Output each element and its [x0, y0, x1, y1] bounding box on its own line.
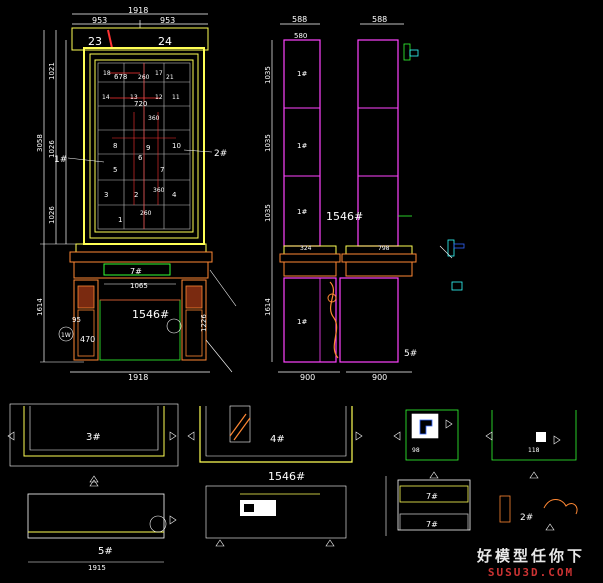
cell-1: 1 [118, 216, 122, 224]
side2-ledge-dim: 798 [378, 245, 390, 252]
cell-3: 3 [104, 191, 108, 199]
cell-21: 21 [166, 74, 174, 81]
detail-3-label: 3# [86, 432, 101, 443]
cell-2: 2 [134, 191, 138, 199]
label-2-hash: 2# [214, 149, 227, 159]
side1-cell-d: 1# [297, 318, 307, 326]
watermark: 好模型任你下 SUSU3D.COM [461, 543, 601, 581]
cell-9: 9 [146, 144, 150, 152]
side-view-2: 588 1546# 798 5# 900 [326, 15, 419, 382]
front-half-dim-right: 953 [160, 16, 175, 25]
side1-dim-4: 1614 [264, 298, 272, 316]
detail-5-dim: 1915 [88, 564, 106, 572]
watermark-chinese: 好模型任你下 [476, 547, 585, 565]
left-dim-1614: 1614 [36, 298, 44, 316]
cell-360-mid: 360 [148, 115, 160, 122]
cell-260-low: 260 [140, 210, 152, 217]
base-dim-470: 470 [80, 335, 95, 344]
cell-4: 4 [172, 191, 177, 199]
cell-10: 10 [172, 142, 181, 150]
detail-1546-label: 1546# [268, 470, 305, 483]
cell-360-low: 360 [153, 187, 165, 194]
cell-7: 7 [160, 166, 164, 174]
left-dim-3058: 3058 [36, 134, 44, 152]
front-view: 1918 953 953 23 24 18 678 17 260 [36, 6, 237, 382]
cell-18: 18 [103, 70, 111, 77]
detail-4-label: 4# [270, 434, 285, 445]
cell-6: 6 [138, 154, 143, 162]
mantle-dim: 1065 [130, 282, 148, 290]
detail-2: 2# [499, 495, 578, 531]
side1-sub-dim: 580 [294, 32, 307, 40]
cell-11: 11 [172, 94, 180, 101]
detail-98-dim: 98 [412, 447, 420, 454]
profile-details [439, 239, 465, 291]
left-dim-1026a: 1026 [48, 140, 56, 158]
detail-4: 4# 1546# [187, 405, 363, 483]
detail-118: 118 [485, 410, 577, 479]
detail-118-dim: 118 [528, 447, 540, 454]
front-top-dim: 1918 [128, 6, 148, 15]
cell-17: 17 [155, 70, 163, 77]
detail-98: 98 [393, 409, 459, 479]
side1-ledge-dim: 324 [300, 245, 312, 252]
detail-3: 3# [7, 403, 179, 483]
base-dim-1w: 1W [61, 332, 71, 339]
side1-cell-c: 1# [297, 208, 307, 216]
detail-7b-label: 7# [426, 520, 438, 529]
cell-13: 13 [130, 94, 138, 101]
side2-label-1546: 1546# [326, 210, 363, 223]
cell-12: 12 [155, 94, 163, 101]
side2-bottom-dim: 900 [372, 373, 387, 382]
watermark-site: SUSU3D.COM [487, 566, 575, 579]
cell-720: 720 [134, 100, 147, 108]
detail-5-label: 5# [98, 546, 113, 557]
base-dim-1226: 1226 [200, 314, 208, 332]
side1-dim-1: 1035 [264, 66, 272, 84]
cell-260-top: 260 [138, 74, 150, 81]
side1-top-dim: 588 [292, 15, 307, 24]
panel-23: 23 [88, 35, 102, 48]
detail-2-label: 2# [520, 513, 533, 523]
side1-bottom-dim: 900 [300, 373, 315, 382]
side-view-1: 588 580 1# 1# 1# 1# 1035 1035 1035 1614 … [264, 15, 341, 382]
base-label-1546: 1546# [132, 308, 169, 321]
base-dim-95: 95 [72, 316, 81, 324]
cell-678: 678 [114, 73, 127, 81]
front-half-dim-left: 953 [92, 16, 107, 25]
left-dim-1021: 1021 [48, 62, 56, 80]
detail-7: 7# 7# [385, 476, 471, 536]
panel-24: 24 [158, 35, 172, 48]
detail-5: 5# 1915 [27, 479, 177, 572]
side1-cell-b: 1# [297, 142, 307, 150]
side2-label-5: 5# [404, 349, 417, 359]
cell-14: 14 [102, 94, 110, 101]
side1-dim-3: 1035 [264, 204, 272, 222]
side1-cell-a: 1# [297, 70, 307, 78]
cell-8: 8 [113, 142, 117, 150]
label-1-hash: 1# [54, 155, 67, 165]
front-bottom-dim: 1918 [128, 373, 148, 382]
left-dim-1026b: 1026 [48, 206, 56, 224]
detail-7-label: 7# [426, 492, 438, 501]
mantle-label: 7# [130, 267, 142, 276]
side1-dim-2: 1035 [264, 134, 272, 152]
side2-top-dim: 588 [372, 15, 387, 24]
detail-shelf [205, 485, 347, 547]
cell-5: 5 [113, 166, 117, 174]
